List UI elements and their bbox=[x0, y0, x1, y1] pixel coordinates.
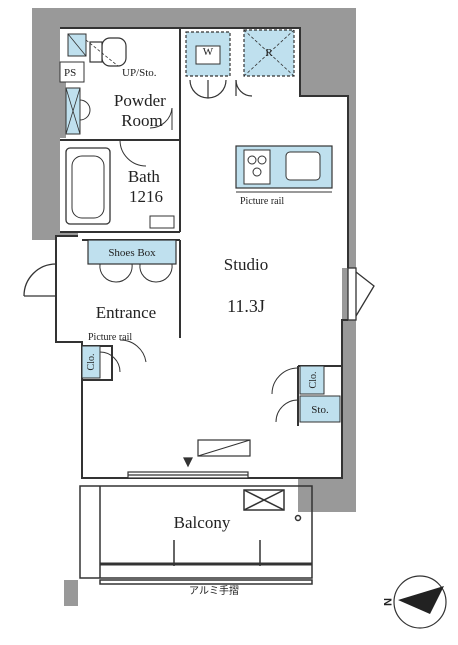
studio-label: Studio bbox=[224, 255, 268, 274]
compass: N bbox=[381, 575, 447, 629]
balcony-label: Balcony bbox=[174, 513, 231, 532]
picture-rail-entrance-label: Picture rail bbox=[88, 332, 132, 343]
entrance-door bbox=[23, 263, 57, 297]
right-structure-wall bbox=[298, 8, 356, 512]
balcony-outline bbox=[79, 485, 313, 579]
clo-entrance-label: Clo. bbox=[86, 354, 97, 371]
studio-window bbox=[347, 267, 375, 321]
washroom-door bbox=[189, 79, 253, 99]
ps-shaft-column bbox=[60, 62, 66, 138]
studio-sto-box bbox=[299, 395, 341, 423]
kitchen-sink-icon bbox=[285, 151, 321, 181]
door-marker-icon bbox=[183, 457, 193, 468]
structure-walls bbox=[32, 8, 356, 606]
balcony-sliding-door bbox=[127, 457, 249, 479]
balcony-box bbox=[243, 489, 285, 511]
balcony-box-cross-2 bbox=[243, 489, 285, 511]
kitchen bbox=[235, 145, 333, 193]
bath-line2: 1216 bbox=[129, 187, 163, 206]
bath-wall bbox=[60, 140, 181, 233]
balcony-lower-rail bbox=[99, 579, 313, 585]
studio-area-label: 11.3J bbox=[227, 296, 265, 316]
studio-clo-box bbox=[299, 365, 325, 395]
balcony-drain bbox=[294, 514, 302, 522]
powder-room-label: Powder Room bbox=[114, 91, 170, 130]
picture-rail-kitchen-label: Picture rail bbox=[240, 196, 284, 207]
studio-hatch bbox=[197, 439, 251, 457]
appliances bbox=[185, 29, 295, 77]
north-arrow-icon bbox=[398, 586, 444, 614]
handrail-label: アルミ手摺 bbox=[189, 584, 239, 597]
sto-studio-label: Sto. bbox=[311, 404, 329, 416]
entrance-label: Entrance bbox=[96, 303, 156, 322]
stove-icon bbox=[243, 149, 271, 185]
fridge-label: R bbox=[265, 47, 273, 59]
compass-letter: N bbox=[381, 598, 393, 606]
clo-studio-label: Clo. bbox=[308, 372, 319, 389]
toilet-icon bbox=[101, 37, 127, 67]
ps-label: PS bbox=[64, 67, 76, 79]
shoes-box bbox=[87, 239, 177, 283]
left-structure-wall bbox=[32, 8, 78, 240]
bottom-left-column bbox=[64, 580, 78, 606]
bath-fixtures bbox=[65, 139, 175, 229]
balcony-area bbox=[79, 485, 313, 585]
powder-room-line1: Powder bbox=[114, 91, 166, 110]
bath-label: Bath 1216 bbox=[128, 167, 164, 206]
studio-closets bbox=[271, 365, 341, 423]
entrance-closet bbox=[81, 339, 147, 379]
washer-label: W bbox=[203, 46, 214, 58]
top-structure-band bbox=[60, 8, 356, 28]
outer-wall-outline bbox=[55, 27, 349, 479]
compass-ring bbox=[393, 575, 447, 629]
ps-box bbox=[59, 61, 85, 83]
powder-room-line2: Room bbox=[121, 111, 163, 130]
powder-room-fixtures bbox=[59, 33, 173, 135]
up-sto-label: UP/Sto. bbox=[122, 67, 157, 79]
bath-line1: Bath bbox=[128, 167, 161, 186]
shoes-box-label: Shoes Box bbox=[108, 247, 156, 259]
